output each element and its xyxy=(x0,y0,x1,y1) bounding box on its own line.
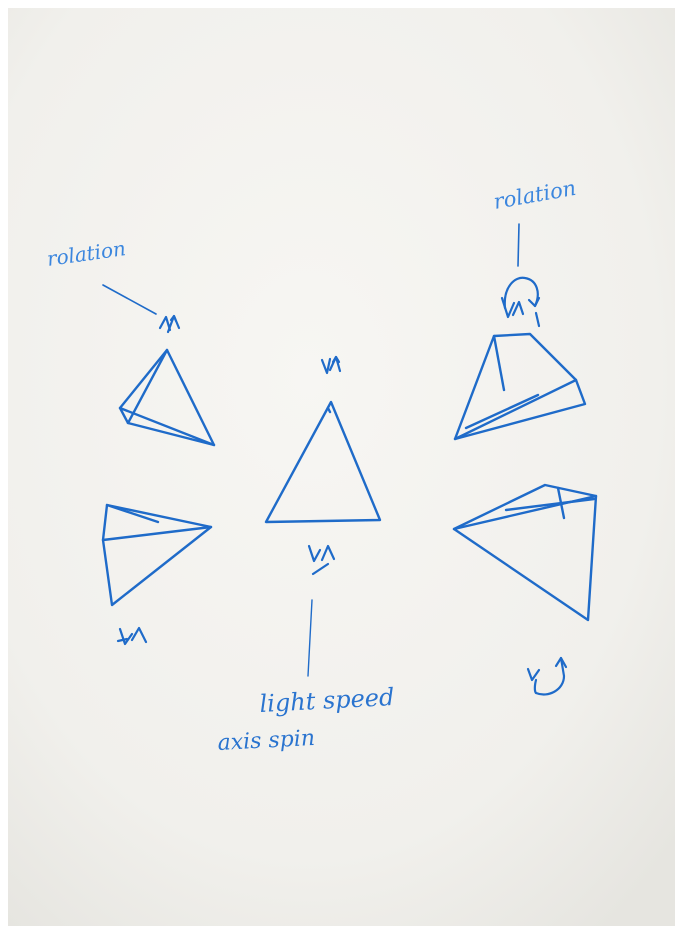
axis-spin-label: axis spin xyxy=(217,726,316,756)
whiteboard-sketch: rolation xyxy=(8,8,675,926)
paper xyxy=(8,8,675,926)
pointer-line-right xyxy=(518,224,519,266)
sketch-canvas: rolation xyxy=(8,8,675,926)
